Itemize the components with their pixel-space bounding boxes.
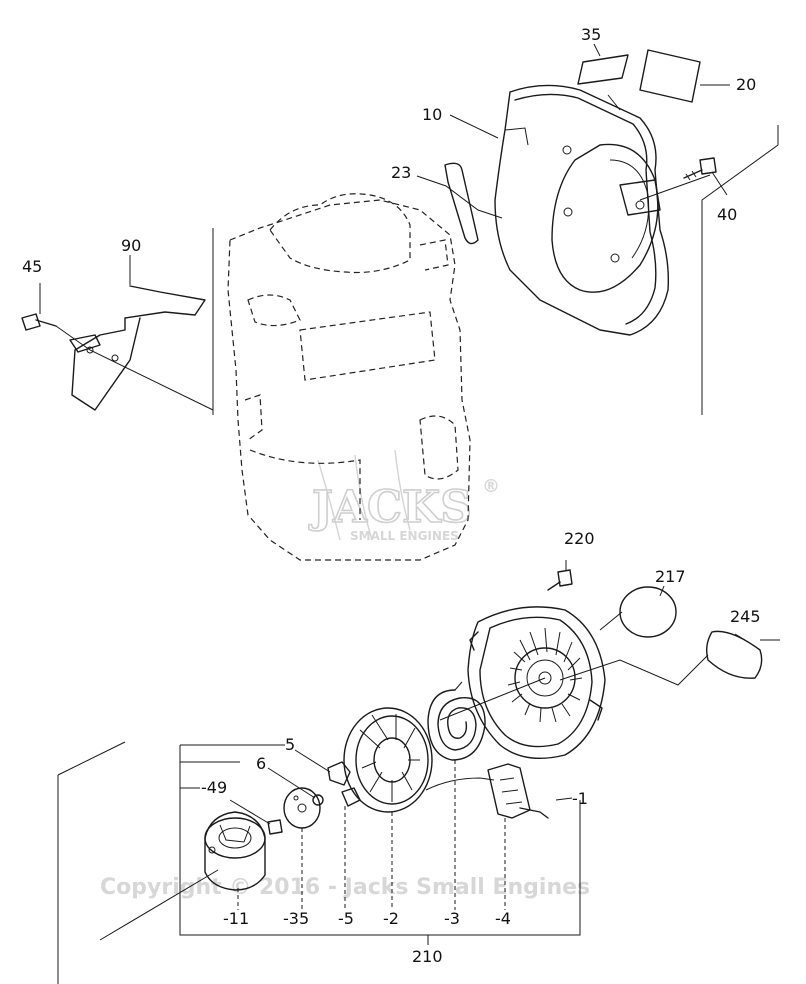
watermark-logo-text: JACKS	[308, 482, 472, 533]
callout-1: -1	[572, 789, 588, 808]
callout-40: 40	[717, 205, 737, 224]
starter-reel	[343, 707, 433, 813]
screw-49	[267, 819, 283, 835]
callout-6: 6	[256, 754, 266, 773]
callout-45: 45	[22, 257, 42, 276]
label-245	[705, 630, 763, 679]
callout-5: 5	[285, 735, 295, 754]
plate-217	[619, 586, 677, 638]
callout-23: 23	[391, 163, 411, 182]
callout-b3: -3	[444, 909, 460, 928]
ratchet-5b	[341, 787, 361, 807]
callout-210: 210	[412, 947, 443, 966]
callout-11: -11	[223, 909, 249, 928]
callout-35: 35	[581, 25, 601, 44]
callout-217: 217	[655, 567, 686, 586]
fan-housing	[494, 84, 670, 336]
watermark-tagline: SMALL ENGINES	[350, 529, 459, 543]
callout-20: 20	[736, 75, 756, 94]
spring-6	[312, 794, 324, 806]
callout-b35: -35	[283, 909, 309, 928]
bolt-45	[21, 313, 57, 331]
air-guide-23	[444, 162, 479, 245]
callout-220: 220	[564, 529, 595, 548]
bracket-90	[69, 285, 206, 411]
callout-b2: -2	[383, 909, 399, 928]
callout-245: 245	[730, 607, 761, 626]
starter-pulley-11	[204, 811, 266, 891]
bolt-40	[683, 157, 717, 181]
leader-lines	[39, 43, 780, 984]
callout-10: 10	[422, 105, 442, 124]
jacks-watermark-logo: JACKS ® SMALL ENGINES	[307, 449, 500, 543]
ratchet-5	[327, 761, 351, 786]
recoil-starter-case	[467, 606, 606, 760]
label-plate-20	[639, 49, 701, 103]
starter-rope-handle	[425, 763, 549, 819]
callout-b4: -4	[495, 909, 511, 928]
recoil-spring	[427, 681, 486, 761]
watermark-registered: ®	[482, 476, 500, 497]
label-plate-35	[577, 54, 629, 85]
callout-49: -49	[201, 778, 227, 797]
engine-outline	[227, 193, 471, 561]
bolt-220	[547, 569, 573, 591]
callout-b5: -5	[338, 909, 354, 928]
friction-plate	[283, 787, 321, 829]
callout-90: 90	[121, 236, 141, 255]
